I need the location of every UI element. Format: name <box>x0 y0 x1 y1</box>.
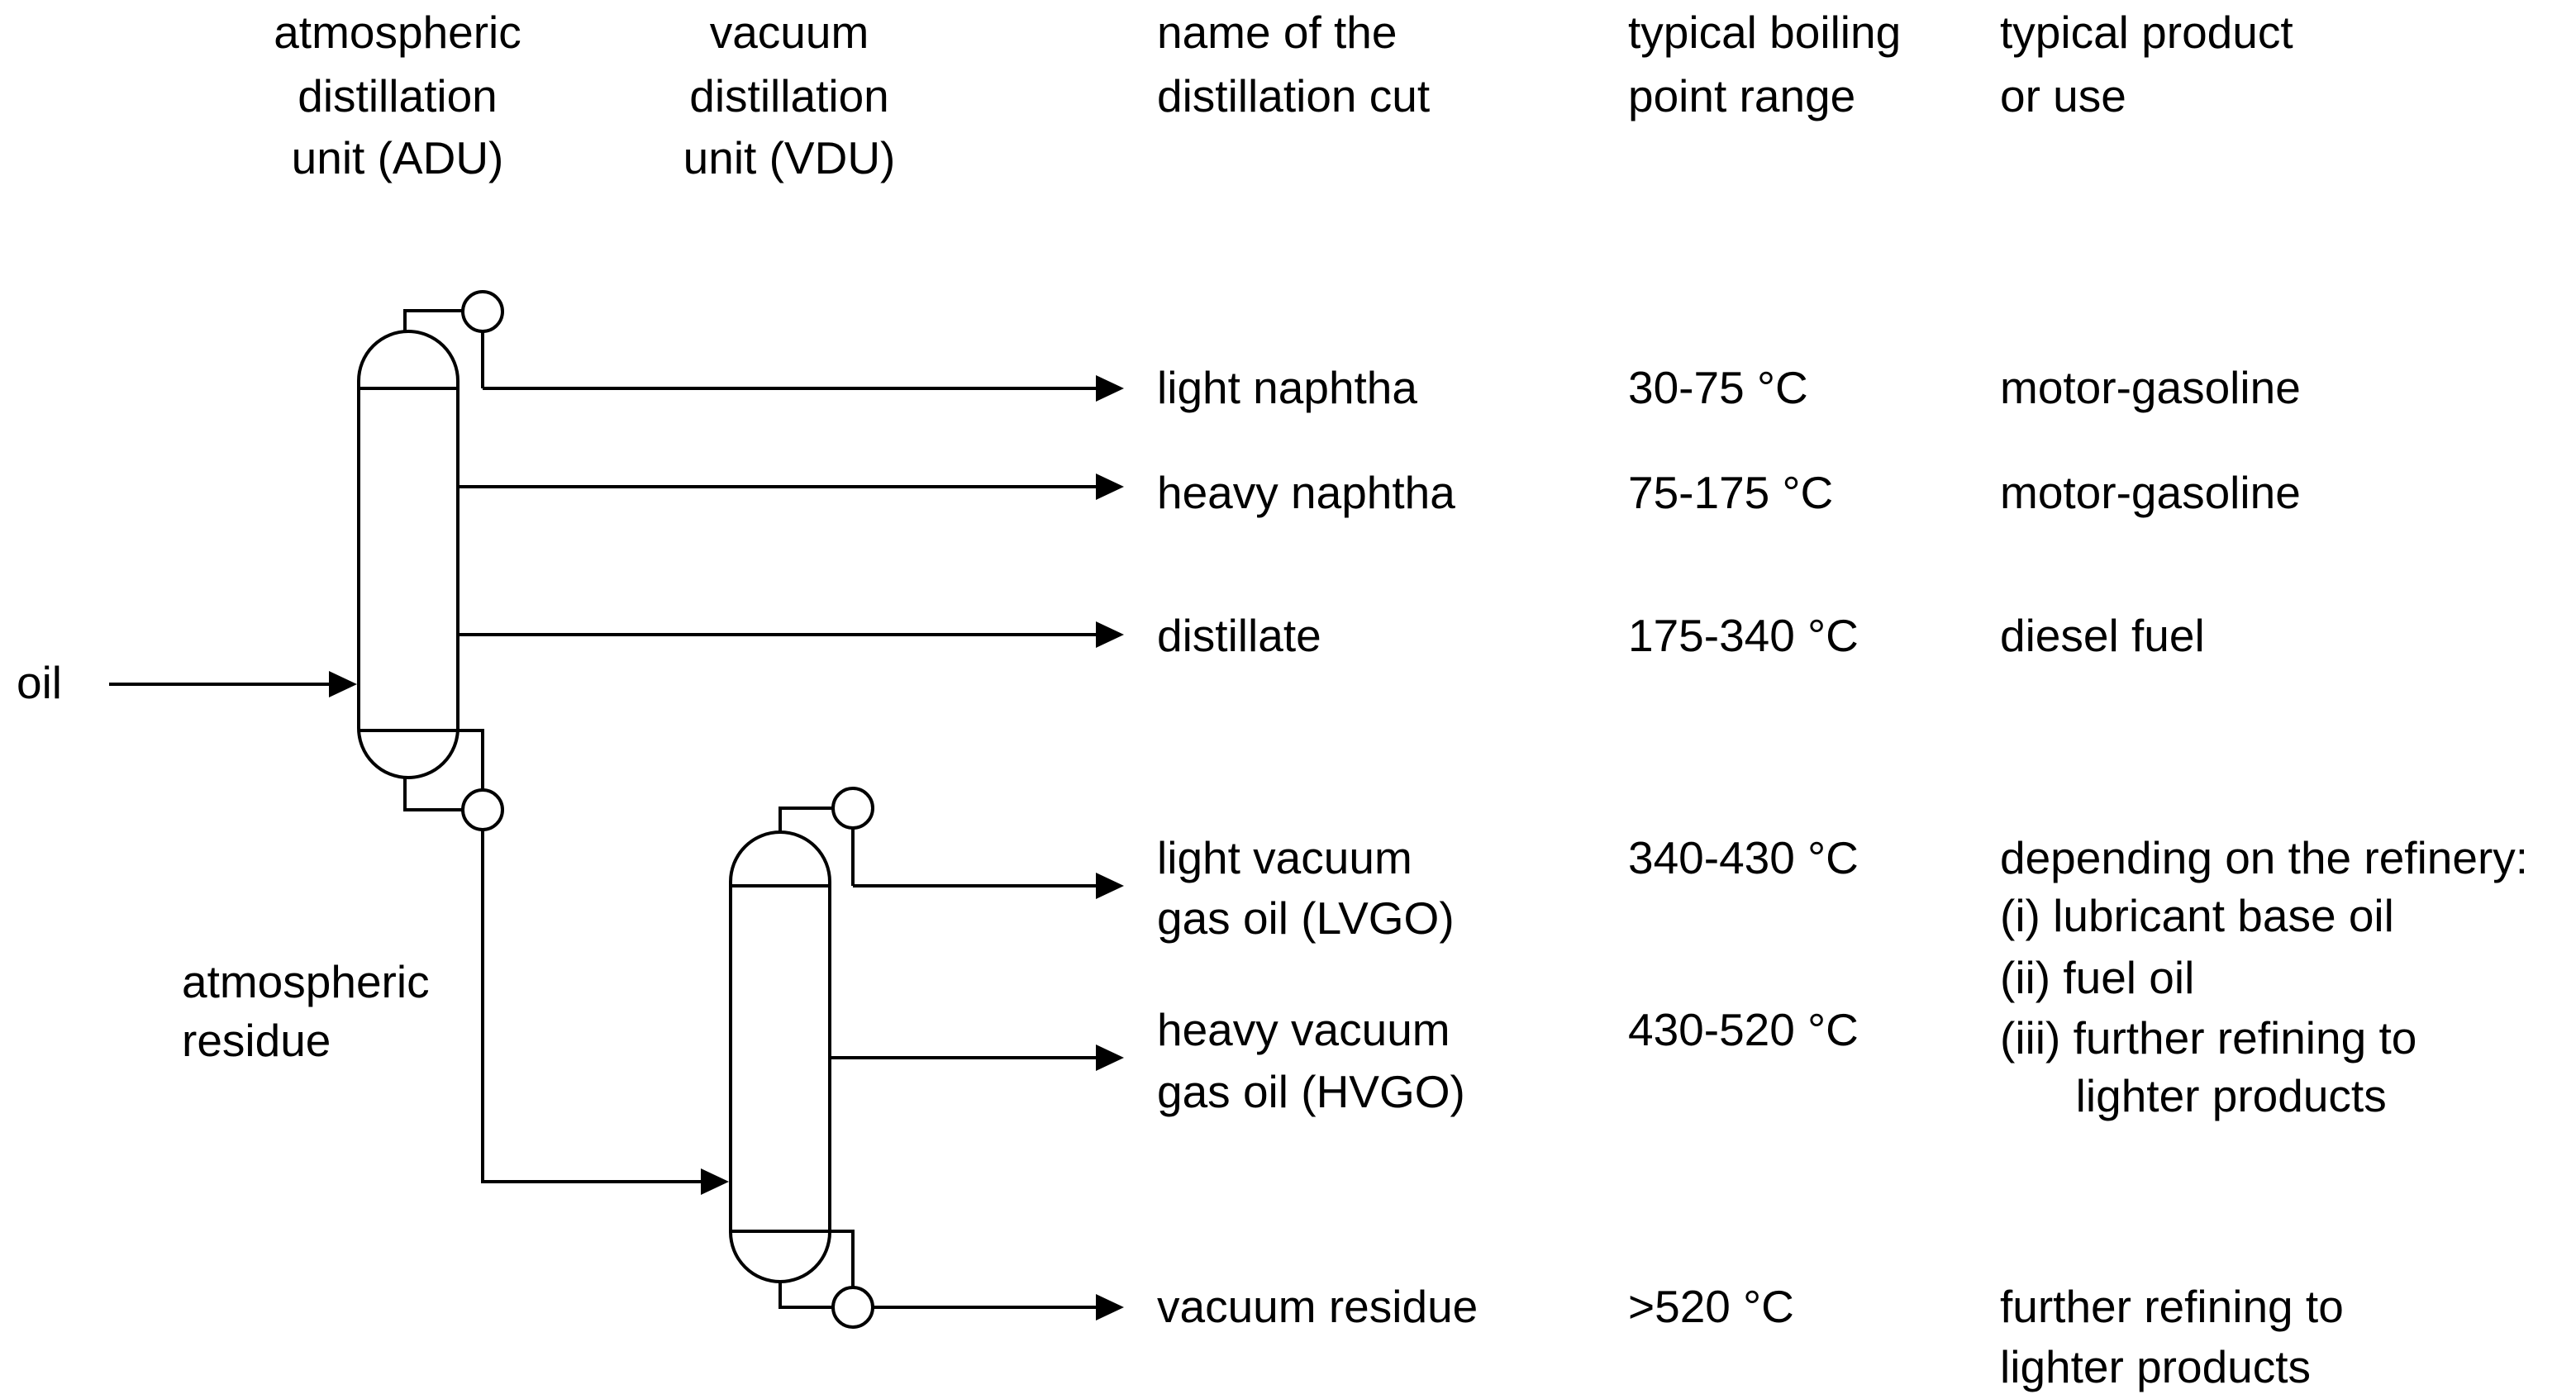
product-use-line-4: (iii) further refining to <box>2000 1012 2416 1064</box>
product-arrow-light-naphtha <box>483 375 1124 402</box>
product-use-line-2: lighter products <box>2000 1341 2311 1392</box>
row-heavy-naphtha: heavy naphtha 75-175 °C motor-gasoline <box>1157 467 2301 518</box>
feed-arrow-icon <box>109 671 357 697</box>
boiling-range: 430-520 °C <box>1628 1004 1859 1055</box>
residue-arrow-icon <box>481 830 729 1195</box>
boiling-range: 30-75 °C <box>1628 362 1808 413</box>
boiling-range: 340-430 °C <box>1628 832 1859 883</box>
header-use-line-1: typical product <box>2000 7 2293 58</box>
feed-label: oil <box>17 657 62 708</box>
product-use-line-3: (ii) fuel oil <box>2000 952 2194 1003</box>
cut-name: vacuum residue <box>1157 1281 1478 1332</box>
header-vdu-line-3: unit (VDU) <box>683 132 896 183</box>
cut-name: distillate <box>1157 610 1321 661</box>
product-use: motor-gasoline <box>2000 362 2301 413</box>
row-distillate: distillate 175-340 °C diesel fuel <box>1157 610 2205 661</box>
header-adu-line-2: distillation <box>298 70 498 121</box>
header-boiling-point: typical boiling point range <box>1628 7 1901 121</box>
header-adu-line-1: atmospheric <box>274 7 521 58</box>
vdu-column <box>729 787 874 1329</box>
header-cut-line-2: distillation cut <box>1157 70 1430 121</box>
product-arrow-distillate <box>458 621 1124 648</box>
header-cut-line-1: name of the <box>1157 7 1397 58</box>
header-adu-line-3: unit (ADU) <box>292 132 504 183</box>
boiling-range: >520 °C <box>1628 1281 1794 1332</box>
cut-name-line-2: gas oil (LVGO) <box>1157 892 1455 944</box>
product-use-line-5: lighter products <box>2000 1070 2387 1121</box>
boiling-range: 175-340 °C <box>1628 610 1859 661</box>
cut-name-line-1: light vacuum <box>1157 832 1412 883</box>
product-use-line-1: depending on the refinery: <box>2000 832 2528 883</box>
header-vdu-line-1: vacuum <box>710 7 869 58</box>
boiling-range: 75-175 °C <box>1628 467 1833 518</box>
vdu-reflux-drum-icon <box>779 787 874 886</box>
header-bp-line-1: typical boiling <box>1628 7 1901 58</box>
adu-column-icon <box>357 330 459 779</box>
cut-name: light naphtha <box>1157 362 1417 413</box>
product-arrow-hvgo <box>830 1044 1124 1071</box>
header-product-use: typical product or use <box>2000 7 2293 121</box>
row-light-naphtha: light naphtha 30-75 °C motor-gasoline <box>1157 362 2301 413</box>
header-adu: atmospheric distillation unit (ADU) <box>274 7 521 183</box>
vdu-column-icon <box>729 830 831 1283</box>
product-arrow-heavy-naphtha <box>458 473 1124 500</box>
adu-reboiler-icon <box>403 729 504 831</box>
header-vdu-line-2: distillation <box>689 70 889 121</box>
cut-name-line-1: heavy vacuum <box>1157 1004 1450 1055</box>
product-use-line-1: further refining to <box>2000 1281 2344 1332</box>
adu-column <box>357 290 504 831</box>
header-cut: name of the distillation cut <box>1157 7 1430 121</box>
residue-label-line-1: atmospheric <box>182 956 430 1007</box>
header-vdu: vacuum distillation unit (VDU) <box>683 7 896 183</box>
header-bp-line-2: point range <box>1628 70 1855 121</box>
product-arrow-vacuum-residue <box>873 1294 1124 1320</box>
adu-reflux-drum-icon <box>403 290 504 388</box>
cut-name: heavy naphtha <box>1157 467 1455 518</box>
product-use-line-2: (i) lubricant base oil <box>2000 890 2394 941</box>
product-use: diesel fuel <box>2000 610 2205 661</box>
product-arrow-lvgo <box>853 873 1124 899</box>
row-vacuum-residue: vacuum residue >520 °C further refining … <box>1157 1281 2344 1392</box>
row-hvgo: heavy vacuum gas oil (HVGO) 430-520 °C <box>1157 1004 1859 1117</box>
header-use-line-2: or use <box>2000 70 2126 121</box>
residue-label-line-2: residue <box>182 1015 331 1066</box>
product-use: motor-gasoline <box>2000 467 2301 518</box>
row-lvgo: light vacuum gas oil (LVGO) 340-430 °C d… <box>1157 832 2528 1121</box>
cut-name-line-2: gas oil (HVGO) <box>1157 1066 1465 1117</box>
